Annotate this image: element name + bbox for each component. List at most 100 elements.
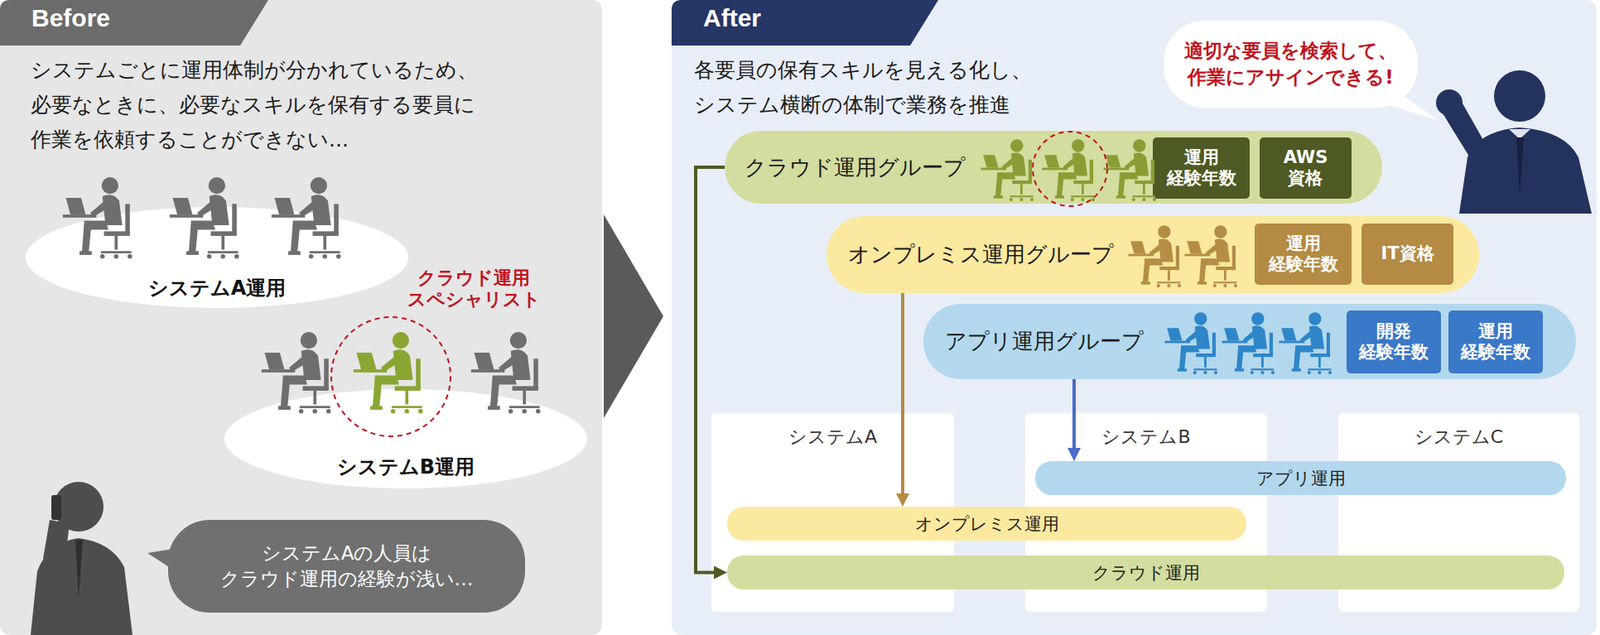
cloud-workers (980, 139, 1157, 202)
node-text: システムA運用 (148, 274, 287, 302)
text-line: 経験年数 (1268, 254, 1339, 275)
text-line: 作業にアサインできる! (1184, 64, 1398, 91)
text-slot: After (703, 4, 762, 33)
text-line: システムA運用 (148, 274, 287, 302)
text-line: 作業を依頼することができない... (30, 122, 478, 158)
text-slot: 各要員の保有スキルを見える化し、 システム横断の体制で業務を推進 (693, 53, 1032, 123)
skill-badge: 運用 経験年数 (1254, 223, 1352, 285)
text-line: システムC (1414, 424, 1504, 450)
arrow-head (1067, 448, 1081, 462)
node-text: アプリ運用グループ (944, 327, 1144, 357)
node-text: AWS 資格 (1283, 147, 1329, 189)
group-band: アプリ運用グループ開発 経験年数運用 経験年数 (923, 303, 1576, 380)
node-text: 運用 経験年数 (1166, 147, 1237, 189)
node-text: 開発 経験年数 (1359, 321, 1429, 363)
node-text: システムB (1101, 424, 1191, 450)
heading: After (703, 4, 762, 33)
heading: Before (31, 4, 111, 33)
text-line: 適切な要員を検索して、 (1184, 38, 1398, 64)
text-line: After (703, 4, 762, 33)
skill-badge: 運用 経験年数 (1152, 137, 1250, 199)
text-line: 運用 (1268, 233, 1339, 255)
connector (896, 293, 910, 507)
tab (671, 0, 939, 46)
annotation-label: クラウド運用 スペシャリスト (390, 267, 557, 312)
text-line: オンプレミス運用グループ (848, 240, 1114, 270)
text-line: オンプレミス運用 (915, 512, 1060, 536)
dashed-circle (1032, 131, 1108, 207)
text-line: システムA (788, 424, 878, 450)
text-line: 経験年数 (1460, 342, 1531, 363)
confident-man (1436, 70, 1592, 214)
text-line: クラウド運用 (1092, 561, 1200, 585)
text-slot: システムごとに運用体制が分かれているため、 必要なときに、必要なスキルを保有する… (30, 53, 478, 158)
text-line: IT資格 (1380, 243, 1434, 265)
text-line: 経験年数 (1166, 168, 1237, 189)
text-line: Before (31, 4, 111, 33)
connector-line (695, 167, 725, 574)
text-line: アプリ運用グループ (944, 327, 1144, 357)
node-text: システムAの人員は クラウド運用の経験が浅い… (220, 540, 474, 593)
arrow-head (713, 566, 728, 580)
chevron-arrow (603, 214, 664, 419)
worried-man (30, 481, 133, 635)
label-slot: クラウド運用 スペシャリスト (390, 267, 557, 312)
text-line: 必要なときに、必要なスキルを保有する要員に (30, 87, 478, 123)
connector (1067, 379, 1081, 462)
text-line: AWS (1283, 147, 1329, 169)
text-line: クラウド運用 (390, 267, 557, 290)
ops-bar: アプリ運用 (1035, 461, 1567, 496)
bubble-tail (1366, 96, 1440, 121)
connector (695, 167, 728, 580)
node-text: 適切な要員を検索して、 作業にアサインできる! (1184, 38, 1398, 90)
text-line: 資格 (1283, 168, 1329, 189)
text-line: 開発 (1359, 321, 1429, 343)
node-text: オンプレミス運用 (915, 512, 1060, 536)
bubble-tail (147, 548, 179, 572)
onprem-workers (1127, 225, 1238, 288)
panel: Before システムごとに運用体制が分かれているため、 必要なときに、必要なスキ… (0, 0, 603, 635)
app-workers (1164, 312, 1332, 375)
node-text: オンプレミス運用グループ (848, 240, 1114, 270)
text-line: スペシャリスト (390, 289, 557, 311)
node-text: IT資格 (1380, 243, 1434, 265)
node-text: 運用 経験年数 (1460, 321, 1531, 363)
skill-badge: 運用 経験年数 (1448, 310, 1543, 374)
node-text: アプリ運用 (1256, 467, 1346, 491)
node-text: システムC (1414, 424, 1504, 450)
text-slot: Before (31, 4, 111, 33)
skill-badge: AWS 資格 (1259, 137, 1352, 199)
arrow-head (896, 493, 910, 507)
ops-bar: クラウド運用 (727, 555, 1565, 590)
text-line: 各要員の保有スキルを見える化し、 (693, 53, 1032, 88)
skill-badge: IT資格 (1361, 223, 1454, 285)
text-line: システムB運用 (337, 453, 475, 481)
body-text: 各要員の保有スキルを見える化し、 システム横断の体制で業務を推進 (693, 53, 1032, 123)
text-line: クラウド運用の経験が浅い… (220, 566, 474, 593)
speech-bubble: 適切な要員を検索して、 作業にアサインできる! (1163, 20, 1418, 108)
text-line: システムAの人員は (220, 540, 474, 567)
node-text: システムB運用 (337, 453, 475, 481)
ops-bar: オンプレミス運用 (727, 506, 1247, 541)
tab (0, 0, 269, 46)
text-line: 経験年数 (1359, 342, 1429, 363)
text-line: 運用 (1460, 321, 1531, 343)
node-text: システムA (788, 424, 878, 450)
connector-line (1072, 379, 1076, 450)
speech-bubble: システムAの人員は クラウド運用の経験が浅い… (168, 520, 526, 613)
connector-line (901, 293, 905, 496)
node-text: クラウド運用グループ (744, 153, 966, 183)
node-text: クラウド運用 (1092, 561, 1200, 585)
text-line: システムB (1101, 424, 1191, 450)
body-text: システムごとに運用体制が分かれているため、 必要なときに、必要なスキルを保有する… (30, 53, 478, 158)
specialist (353, 332, 424, 414)
node-text: 運用 経験年数 (1268, 233, 1339, 275)
skill-badge: 開発 経験年数 (1346, 310, 1441, 374)
text-line: システム横断の体制で業務を推進 (693, 87, 1032, 123)
dashed-circle (331, 317, 451, 437)
text-line: クラウド運用グループ (744, 153, 966, 183)
text-line: システムごとに運用体制が分かれているため、 (30, 53, 478, 88)
text-line: アプリ運用 (1256, 467, 1346, 491)
